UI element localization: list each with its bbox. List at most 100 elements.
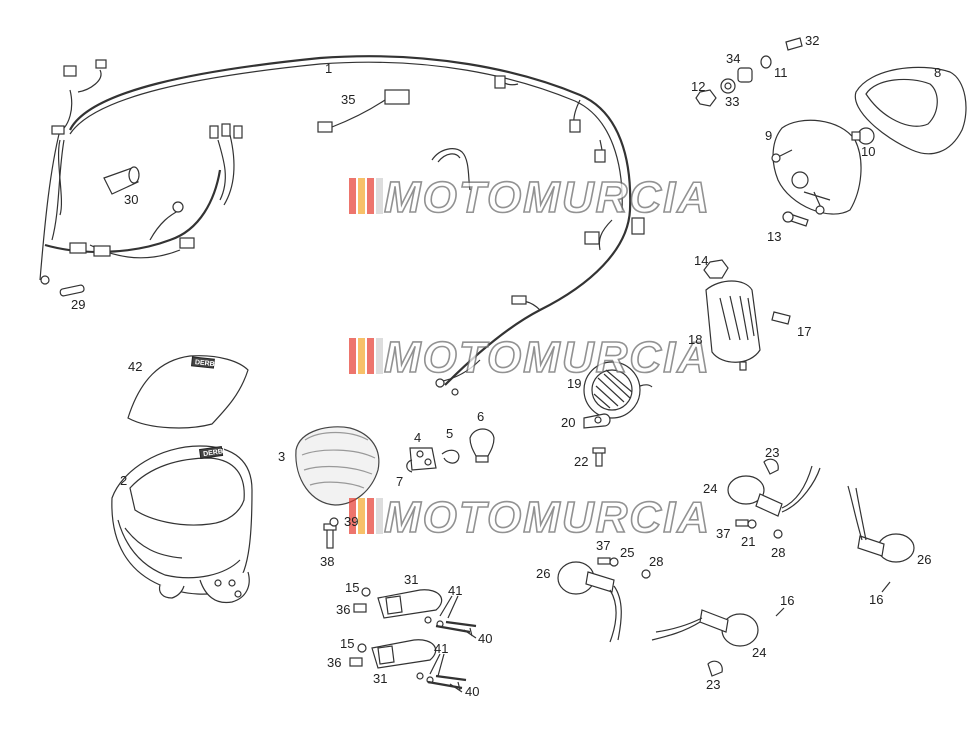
spacer-33 <box>720 78 736 94</box>
turn-signal-26-right <box>847 485 915 563</box>
spring-clip-5 <box>441 449 460 464</box>
callout-22: 22 <box>574 454 588 469</box>
callout-8: 8 <box>934 65 941 80</box>
brand-badge-top: DERBI <box>195 359 217 368</box>
callout-24-upper: 24 <box>703 481 717 496</box>
tail-light-base-9 <box>771 119 862 215</box>
callout-23-upper: 23 <box>765 445 779 460</box>
harness-clip <box>431 148 471 191</box>
callout-16-right: 16 <box>869 592 883 607</box>
callout-25: 25 <box>620 545 634 560</box>
cable-35 <box>317 89 410 133</box>
windscreen-42: DERBI <box>127 355 249 429</box>
callout-20: 20 <box>561 415 575 430</box>
leader-lines <box>429 595 477 693</box>
callout-13: 13 <box>767 229 781 244</box>
washer-11 <box>760 55 772 69</box>
bulb-23-lower <box>707 660 723 677</box>
callout-24-lower: 24 <box>752 645 766 660</box>
watermark-text-bottom: MOTOMURCIA <box>384 493 711 542</box>
rubber-cap-30 <box>103 166 140 195</box>
headlight-fairing-2: DERBI <box>111 445 253 604</box>
screw-38 <box>323 523 337 549</box>
callout-11: 11 <box>774 65 788 80</box>
bolts-40-41-upper <box>424 616 477 634</box>
callout-26-left: 26 <box>536 566 550 581</box>
tail-lens-8 <box>854 66 967 155</box>
callout-31-upper: 31 <box>404 572 418 587</box>
screw-32 <box>785 37 803 51</box>
callout-3: 3 <box>278 449 285 464</box>
bolts-40-41-lower <box>416 672 467 690</box>
turn-signal-26-left <box>557 561 622 643</box>
headlight-lens-3 <box>295 426 380 506</box>
callout-2: 2 <box>120 473 127 488</box>
callout-17: 17 <box>797 324 811 339</box>
callout-7: 7 <box>396 474 403 489</box>
nut-12 <box>695 89 717 107</box>
callout-18: 18 <box>688 332 702 347</box>
callout-12: 12 <box>691 79 705 94</box>
watermark-bottom: MOTOMURCIA <box>349 492 711 543</box>
callout-37-right: 37 <box>716 526 730 541</box>
callout-37-left: 37 <box>596 538 610 553</box>
callout-28-right: 28 <box>771 545 785 560</box>
brand-badge-fairing: DERBI <box>203 448 226 458</box>
turn-signal-24-lower <box>651 609 759 647</box>
bracket-31-lower <box>349 639 437 669</box>
nut-14 <box>703 259 729 279</box>
screw-13 <box>782 211 809 227</box>
callout-14: 14 <box>694 253 708 268</box>
callout-15-upper: 15 <box>345 580 359 595</box>
callout-19: 19 <box>567 376 581 391</box>
watermark-top: MOTOMURCIA <box>349 172 711 223</box>
callout-16-left: 16 <box>780 593 794 608</box>
callout-41-upper: 41 <box>448 583 462 598</box>
callout-30: 30 <box>124 192 138 207</box>
screws-37-21-25-28 <box>597 519 891 617</box>
callout-31-lower: 31 <box>373 671 387 686</box>
callout-5: 5 <box>446 426 453 441</box>
bulb-23-upper <box>763 458 779 475</box>
horn-19 <box>583 361 653 419</box>
callout-41-lower: 41 <box>434 641 448 656</box>
callout-21: 21 <box>741 534 755 549</box>
callout-26-right: 26 <box>917 552 931 567</box>
watermark-text-top: MOTOMURCIA <box>384 173 711 222</box>
bulb-10 <box>851 127 875 145</box>
callout-15-lower: 15 <box>340 636 354 651</box>
callout-28-left: 28 <box>649 554 663 569</box>
watermark-text-middle: MOTOMURCIA <box>384 333 711 382</box>
horn-bracket-20 <box>583 413 611 429</box>
callout-1: 1 <box>325 61 332 76</box>
callout-23-lower: 23 <box>706 677 720 692</box>
turn-signal-24-upper <box>727 465 821 517</box>
screw-17 <box>771 311 791 325</box>
callout-40-lower: 40 <box>465 684 479 699</box>
callout-40-upper: 40 <box>478 631 492 646</box>
callout-29: 29 <box>71 297 85 312</box>
callout-34: 34 <box>726 51 740 66</box>
callout-6: 6 <box>477 409 484 424</box>
callout-38: 38 <box>320 554 334 569</box>
bulb-holder-4 <box>406 447 437 473</box>
spacer-34 <box>737 67 753 83</box>
callout-36-upper: 36 <box>336 602 350 617</box>
callout-9: 9 <box>765 128 772 143</box>
bracket-31-upper <box>353 587 443 619</box>
callout-39: 39 <box>344 514 358 529</box>
callouts: 1 2 3 4 5 6 7 8 9 10 11 12 13 14 15 15 1… <box>71 33 941 699</box>
nut-39 <box>329 517 339 527</box>
callout-36-lower: 36 <box>327 655 341 670</box>
bolt-22 <box>592 447 606 467</box>
callout-4: 4 <box>414 430 421 445</box>
callout-42: 42 <box>128 359 142 374</box>
callout-35: 35 <box>341 92 355 107</box>
bulb-6 <box>469 428 495 463</box>
watermark-middle: MOTOMURCIA <box>349 332 711 383</box>
wiring-harness <box>39 55 645 396</box>
callout-10: 10 <box>861 144 875 159</box>
callout-32: 32 <box>805 33 819 48</box>
regulator-18 <box>705 280 761 371</box>
